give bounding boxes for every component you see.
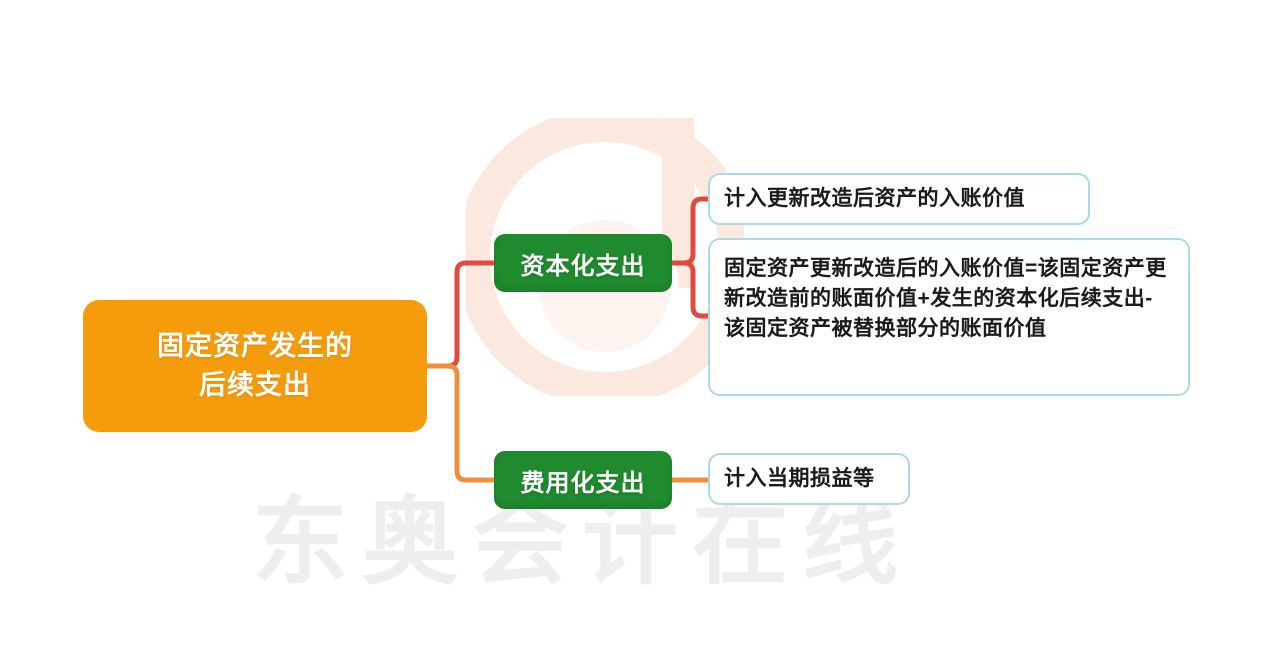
- leaf-node-expensed-1[interactable]: 计入当期损益等: [708, 453, 910, 505]
- leaf-node-expensed-1-label: 计入当期损益等: [724, 467, 875, 491]
- site-watermark-text: 东奥会计在线: [252, 489, 912, 596]
- branch-node-expensed-expenditure-label: 费用化支出: [520, 469, 646, 497]
- connector-root-to-capital: [424, 260, 497, 369]
- leaf-node-capitalized-1-label: 计入更新改造后资产的入账价值: [724, 187, 1025, 211]
- branch-node-expensed-expenditure[interactable]: 费用化支出: [494, 451, 672, 509]
- leaf-node-capitalized-1[interactable]: 计入更新改造后资产的入账价值: [708, 173, 1090, 225]
- leaf-node-capitalized-2[interactable]: 固定资产更新改造后的入账价值=该固定资产更新改造前的账面价值+发生的资本化后续支…: [708, 238, 1190, 396]
- leaf-node-capitalized-2-label: 固定资产更新改造后的入账价值=该固定资产更新改造前的账面价值+发生的资本化后续支…: [724, 257, 1167, 340]
- connector-root-to-expense: [424, 363, 497, 483]
- root-node-label: 固定资产发生的 后续支出: [157, 330, 353, 400]
- branch-node-capitalized-expenditure-label: 资本化支出: [520, 252, 646, 280]
- branch-node-capitalized-expenditure[interactable]: 资本化支出: [494, 234, 672, 292]
- root-node[interactable]: 固定资产发生的 后续支出: [83, 300, 427, 432]
- connector-capital-to-leaf-a: [669, 196, 711, 266]
- connector-capital-to-leaf-b: [669, 260, 711, 319]
